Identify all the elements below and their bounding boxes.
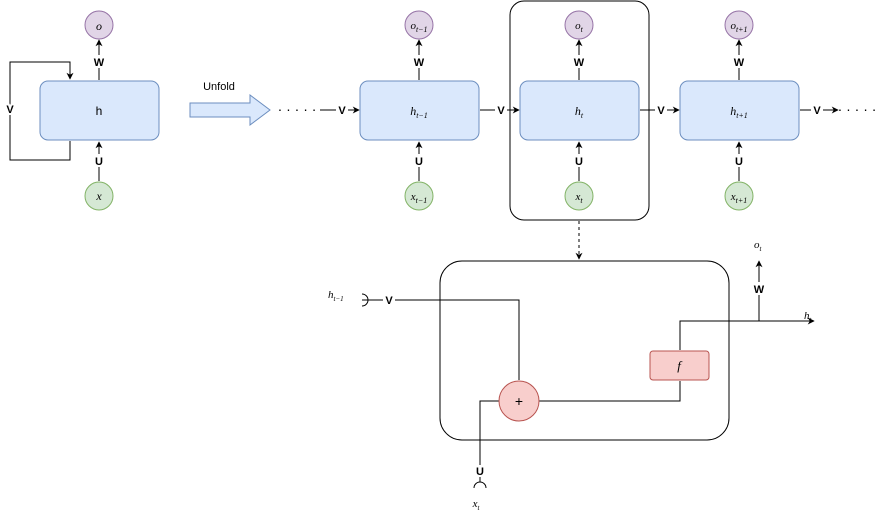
detail-w-label: W: [754, 284, 765, 296]
folded-w-label: W: [94, 57, 105, 69]
detail-f-to-h-edge: [679, 317, 815, 350]
detail-hprev-edge: [362, 299, 520, 380]
detail-x-label: xt: [472, 498, 481, 512]
folded-input-node: [84, 181, 114, 211]
cell-input-node: [564, 181, 594, 211]
folded-input-label: x: [95, 189, 102, 203]
chain-v-label-1: V: [497, 105, 505, 117]
chain-v-label-3: V: [813, 105, 821, 117]
unfolded-cell-t: W U ht ot xt: [519, 10, 640, 211]
detail-v-label: V: [385, 295, 393, 307]
chain-v-labels: V V V V: [336, 104, 823, 117]
folded-v-label: V: [6, 104, 14, 116]
detail-x-jump: [473, 481, 487, 489]
detail-x-edge: [479, 400, 499, 482]
folded-hidden-label: h: [96, 104, 103, 118]
cell-u-label: U: [575, 156, 583, 168]
cell-input-label: xt−1: [410, 191, 428, 205]
cell-output-label: ot+1: [730, 20, 747, 34]
chain-v-label-2: V: [657, 105, 665, 117]
chain-v-label-0: V: [338, 105, 346, 117]
cell-hidden-label: ht+1: [730, 104, 748, 120]
detail-activation-box: [649, 350, 710, 381]
cell-hidden-box: [519, 80, 640, 141]
cell-u-label: U: [735, 156, 743, 168]
cell-w-label: W: [414, 57, 425, 69]
detail-activation-label: f: [677, 358, 683, 373]
cell-output-node: [404, 10, 434, 40]
folded-u-label: U: [95, 156, 103, 168]
cell-w-label: W: [574, 57, 585, 69]
cell-hidden-box: [359, 80, 480, 141]
cell-hidden-box: [679, 80, 800, 141]
detail-o-label: ot: [754, 239, 763, 253]
detail-container: [439, 260, 730, 441]
cell-w-label: W: [734, 57, 745, 69]
cell-input-node: [404, 181, 434, 211]
detail-hout-label: ht: [804, 310, 813, 324]
cell-u-label: U: [415, 156, 423, 168]
cell-input-label: xt+1: [730, 191, 748, 205]
cell-detail-view: V ht−1 U xt ht W ot + f: [328, 239, 815, 512]
detail-hprev-label: ht−1: [328, 289, 344, 303]
chain-dots-right: · · · · ·: [838, 101, 877, 117]
unfold-arrow: Unfold: [189, 81, 271, 126]
cell-input-node: [724, 181, 754, 211]
detail-sum-node: [498, 380, 540, 422]
cell-output-label: ot−1: [410, 20, 427, 34]
cell-output-node: [564, 10, 594, 40]
cell-output-label: ot: [575, 20, 584, 34]
detail-u-label: U: [476, 466, 484, 478]
folded-rnn: V W U h o x: [4, 10, 160, 211]
detail-plus-to-f-edge: [539, 381, 681, 402]
unfolded-cell-t-plus-1: W U ht+1 ot+1 xt+1: [679, 10, 800, 211]
folded-recurrent-loop: [9, 61, 74, 161]
unfolded-cell-t-minus-1: W U ht−1 ot−1 xt−1: [359, 10, 480, 211]
cell-output-node: [724, 10, 754, 40]
cell-hidden-label: ht−1: [410, 104, 428, 120]
chain-dots-left: · · · · ·: [278, 101, 317, 117]
folded-output-node: [84, 10, 114, 40]
unfold-arrow-shape: [189, 94, 271, 126]
unfold-label: Unfold: [203, 81, 235, 93]
cell-input-label: xt: [574, 191, 583, 205]
detail-sum-label: +: [515, 393, 523, 409]
folded-hidden-box: [39, 80, 160, 141]
folded-output-label: o: [96, 19, 102, 33]
cell-hidden-label: ht: [575, 104, 584, 120]
